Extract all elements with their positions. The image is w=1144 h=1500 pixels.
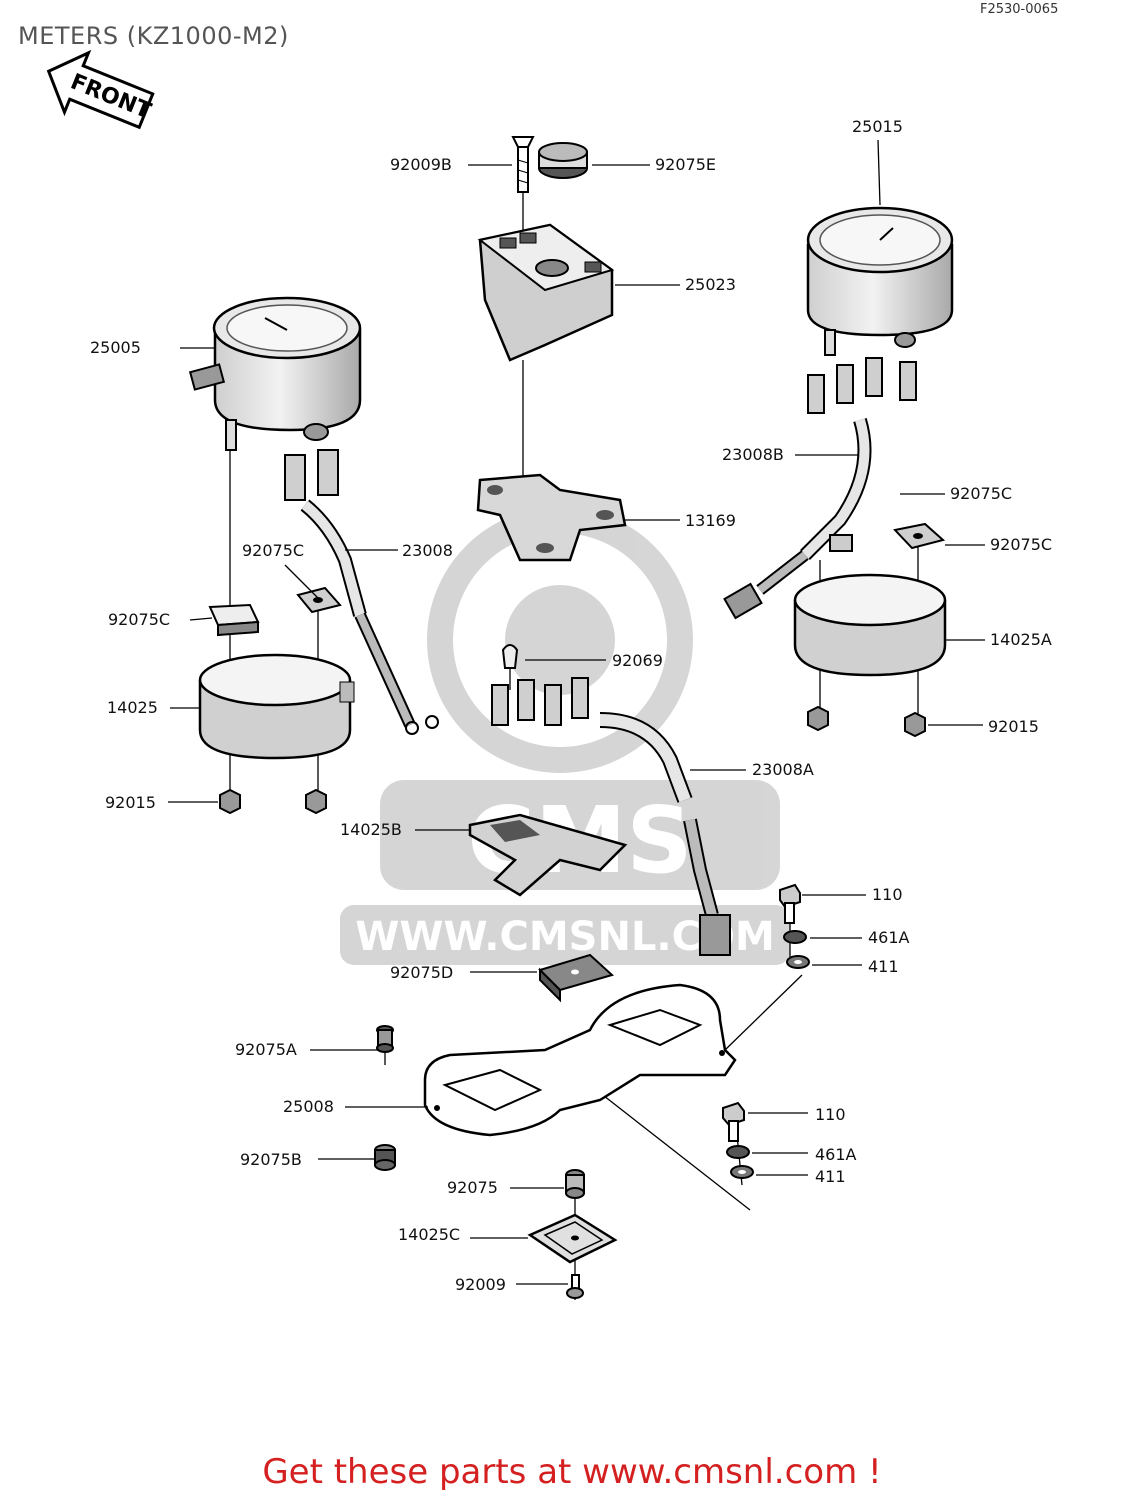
part-number-label: 461A (815, 1145, 857, 1164)
part-number-label: 23008A (752, 760, 814, 779)
part-number-label: 92009B (390, 155, 452, 174)
part-number-label: 461A (868, 928, 910, 947)
page-title: METERS (KZ1000-M2) (18, 22, 289, 50)
part-number-label: 92075B (240, 1150, 302, 1169)
part-number-label: 411 (815, 1167, 846, 1186)
indicator-housing-25023 (477, 223, 615, 362)
screw-92009b (511, 136, 535, 193)
damper-92075d (538, 953, 614, 1003)
part-number-label: 92075D (390, 963, 453, 982)
screw-92009 (566, 1274, 584, 1299)
part-number-label: 14025A (990, 630, 1052, 649)
part-number-label: 92075E (655, 155, 716, 174)
grommet-92075c-right (893, 522, 946, 550)
washer-461a-lower (726, 1145, 750, 1159)
part-number-label: 92069 (612, 651, 663, 670)
plate-14025c (527, 1213, 618, 1264)
bulb-92069 (501, 644, 519, 669)
part-callouts: 92009B 92075E 25015 25023 25005 23008B 92075C 1… (90, 117, 1052, 1294)
part-number-label: 25023 (685, 275, 736, 294)
bracket-13169 (476, 473, 627, 562)
part-number-label: 92075C (950, 484, 1012, 503)
part-number-label: 110 (872, 885, 903, 904)
washer-411-lower (730, 1165, 754, 1179)
grommet-92075a (376, 1025, 394, 1053)
callout-leader-line (189, 617, 213, 621)
mounting-plate-25008 (423, 983, 737, 1137)
callout-leader-line (877, 139, 881, 206)
part-number-label: 23008 (402, 541, 453, 560)
part-number-label: 92075C (990, 535, 1052, 554)
tachometer-25005 (188, 296, 362, 451)
meter-cover-14025a (793, 573, 947, 677)
part-number-label: 411 (868, 957, 899, 976)
callout-leader-line (284, 564, 319, 599)
washer-411-upper (786, 955, 810, 969)
part-number-label: 14025C (398, 1225, 460, 1244)
grommet-92075c-left-b (296, 586, 342, 614)
speedometer-25015 (806, 206, 954, 356)
wire-harness-23008a (491, 677, 731, 956)
bolt-110-lower (722, 1101, 745, 1142)
part-number-label: 25008 (283, 1097, 334, 1116)
meter-cover-14025 (198, 653, 355, 760)
grommet-92075e (538, 142, 588, 179)
bolt-110-upper (779, 883, 801, 924)
wire-harness-23008b (723, 357, 917, 620)
part-number-label: 23008B (722, 445, 784, 464)
watermark: CMS WWW.CMSNL.COM (340, 507, 790, 965)
figure-reference-code: F2530-0065 (980, 2, 1059, 17)
part-number-label: 110 (815, 1105, 846, 1124)
part-number-label: 14025 (107, 698, 158, 717)
nut-92015-left-b (305, 788, 327, 815)
part-number-label: 14025B (340, 820, 402, 839)
washer-461a-upper (783, 930, 807, 944)
part-number-label: 92075 (447, 1178, 498, 1197)
part-number-label: 25005 (90, 338, 141, 357)
part-number-label: 92009 (455, 1275, 506, 1294)
holder-14025b (468, 813, 628, 897)
nut-92015-right-a (807, 705, 829, 732)
nut-92015-left-a (219, 788, 241, 815)
part-number-label: 92075C (108, 610, 170, 629)
grommet-92075 (565, 1169, 585, 1199)
wire-harness-23008 (284, 449, 439, 735)
part-number-label: 92015 (988, 717, 1039, 736)
part-number-label: 92075C (242, 541, 304, 560)
grommet-92075b (374, 1144, 396, 1171)
footer-promo-text: Get these parts at www.cmsnl.com ! (262, 1452, 882, 1492)
nut-92015-right-b (904, 711, 926, 738)
part-number-label: 25015 (852, 117, 903, 136)
front-arrow: FRONT (46, 49, 155, 130)
part-number-label: 13169 (685, 511, 736, 530)
grommet-92075c-left-a (208, 603, 260, 637)
part-number-label: 92075A (235, 1040, 297, 1059)
part-number-label: 92015 (105, 793, 156, 812)
